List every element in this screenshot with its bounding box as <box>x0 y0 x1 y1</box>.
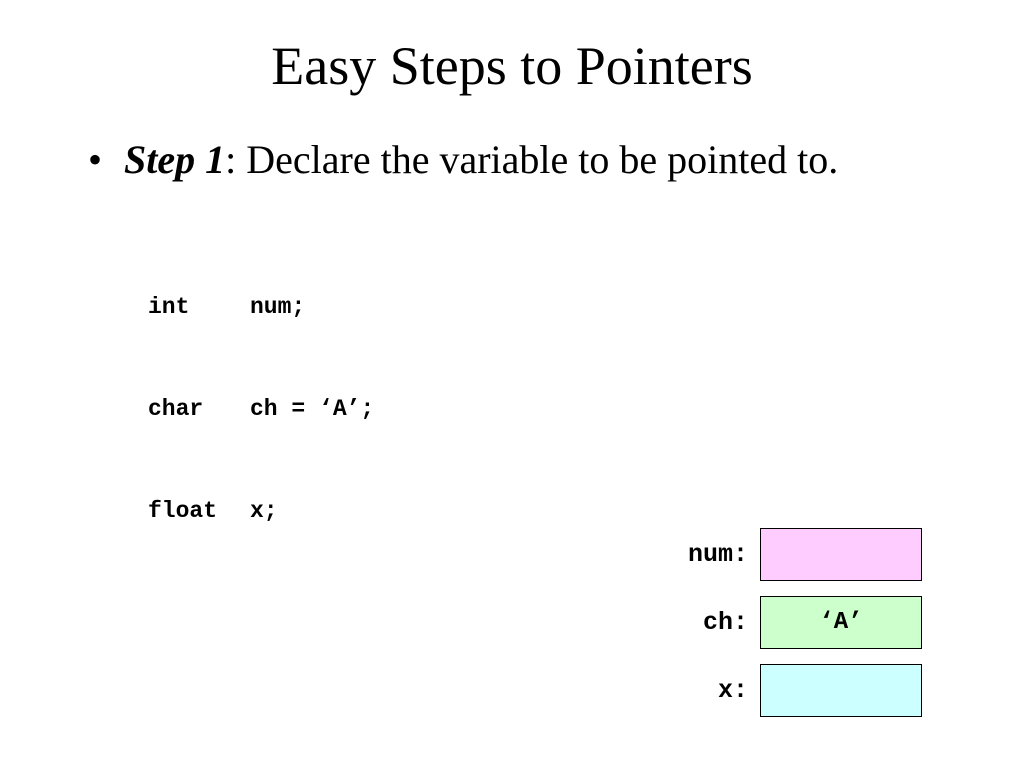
code-line: float x; <box>148 494 374 528</box>
step-label: Step 1 <box>124 137 226 182</box>
code-type: int <box>148 294 190 320</box>
memory-label: ch: <box>702 608 748 637</box>
code-type: float <box>148 498 218 524</box>
memory-box <box>760 528 922 581</box>
step-description: : Declare the variable to be pointed to. <box>225 137 839 182</box>
memory-cell-x: x: <box>600 664 924 718</box>
slide-title: Easy Steps to Pointers <box>271 36 753 96</box>
bullet-item: • Step 1: Declare the variable to be poin… <box>88 136 838 184</box>
memory-box: ‘A’ <box>760 596 922 649</box>
memory-label: num: <box>687 540 748 569</box>
bullet-marker: • <box>88 137 103 182</box>
code-line: char ch = ‘A’; <box>148 392 374 426</box>
code-declaration: num; <box>250 294 306 320</box>
code-declaration: x; <box>250 498 278 524</box>
code-line: int num; <box>148 290 374 324</box>
memory-cell-num: num: <box>600 528 924 582</box>
code-declaration: ch = ‘A’; <box>250 396 375 422</box>
memory-box <box>760 664 922 717</box>
code-type: char <box>148 396 204 422</box>
memory-cell-ch: ch: ‘A’ <box>600 596 924 650</box>
code-block: int num; char ch = ‘A’; float x; <box>148 222 374 596</box>
memory-label: x: <box>717 676 748 705</box>
